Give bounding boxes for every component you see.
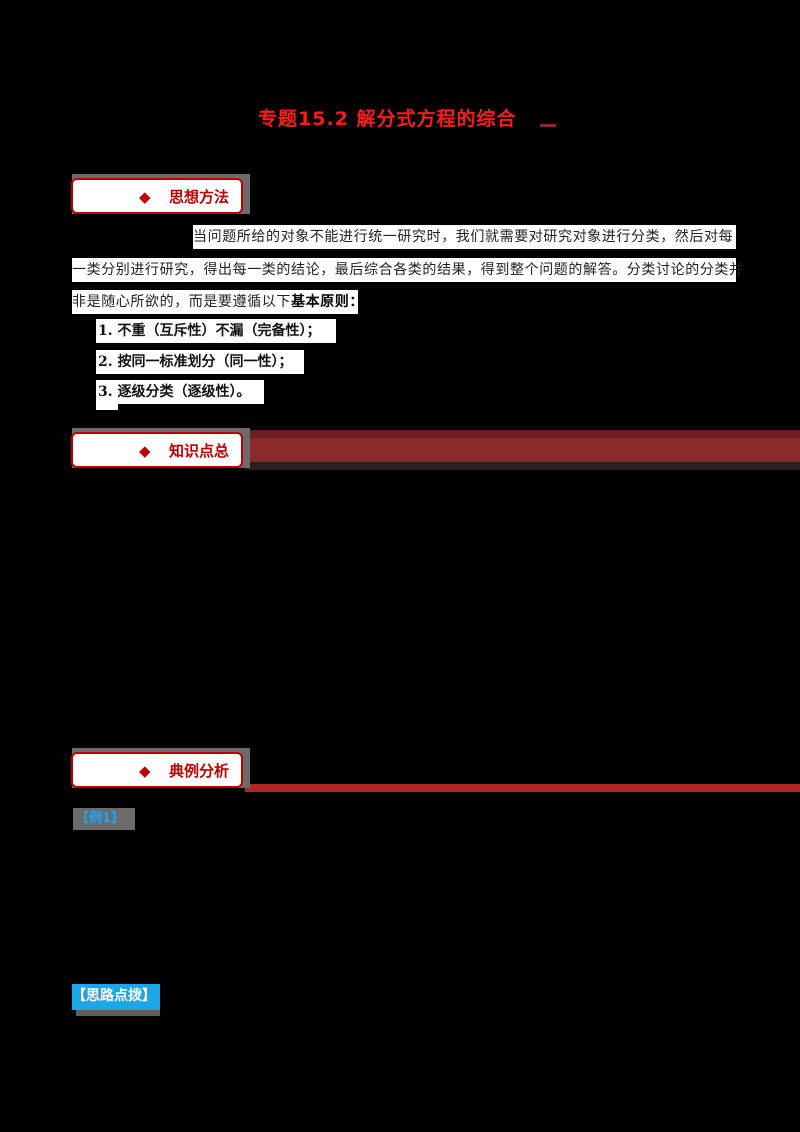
example-label: 【例1】 <box>76 811 125 826</box>
paragraph-line: 一类分别进行研究，得出每一类的结论，最后综合各类的结果，得到整个问题的解答。分类… <box>72 258 743 282</box>
example-badge: 【例1】 <box>73 808 135 830</box>
section-strip <box>245 438 800 462</box>
section-header-thinking-method: ◆ 思想方法 <box>68 170 800 218</box>
principle-item: 3. 逐级分类（逐级性）。 <box>96 380 264 404</box>
section-label-box: ◆ 思想方法 <box>71 178 243 214</box>
diamond-icon: ◆ <box>139 188 151 206</box>
document-title: 专题15.2 解分式方程的综合 <box>258 108 517 130</box>
section-header-knowledge-summary: ◆ 知识点总 <box>68 424 800 472</box>
section-header-example-analysis: ◆ 典例分析 <box>68 744 800 792</box>
section-label-box: ◆ 知识点总 <box>71 432 243 468</box>
diamond-icon: ◆ <box>139 442 151 460</box>
hint-badge-shadow <box>76 1008 160 1016</box>
paragraph-line: 非是随心所欲的，而是要遵循以下基本原则： <box>72 290 363 314</box>
section-label: 典例分析 <box>169 762 230 780</box>
section-label: 知识点总 <box>169 442 230 460</box>
hint-badge: 【思路点拨】 <box>72 984 160 1010</box>
paragraph-line: 当问题所给的对象不能进行统一研究时，我们就需要对研究对象进行分类，然后对每 <box>193 225 736 249</box>
section-label: 思想方法 <box>169 188 230 206</box>
title-decoration <box>540 124 556 127</box>
principle-item: 1. 不重（互斥性）不漏（完备性）； <box>96 319 336 343</box>
section-strip <box>245 430 800 438</box>
section-label-box: ◆ 典例分析 <box>71 752 243 788</box>
section-strip <box>245 462 800 470</box>
list-decoration <box>96 404 118 410</box>
principle-item: 2. 按同一标准划分（同一性）； <box>96 350 304 374</box>
section-strip <box>245 784 800 792</box>
emphasis-text: 基本原则： <box>291 294 364 310</box>
paragraph-text: 非是随心所欲的，而是要遵循以下 <box>72 294 291 310</box>
diamond-icon: ◆ <box>139 762 151 780</box>
